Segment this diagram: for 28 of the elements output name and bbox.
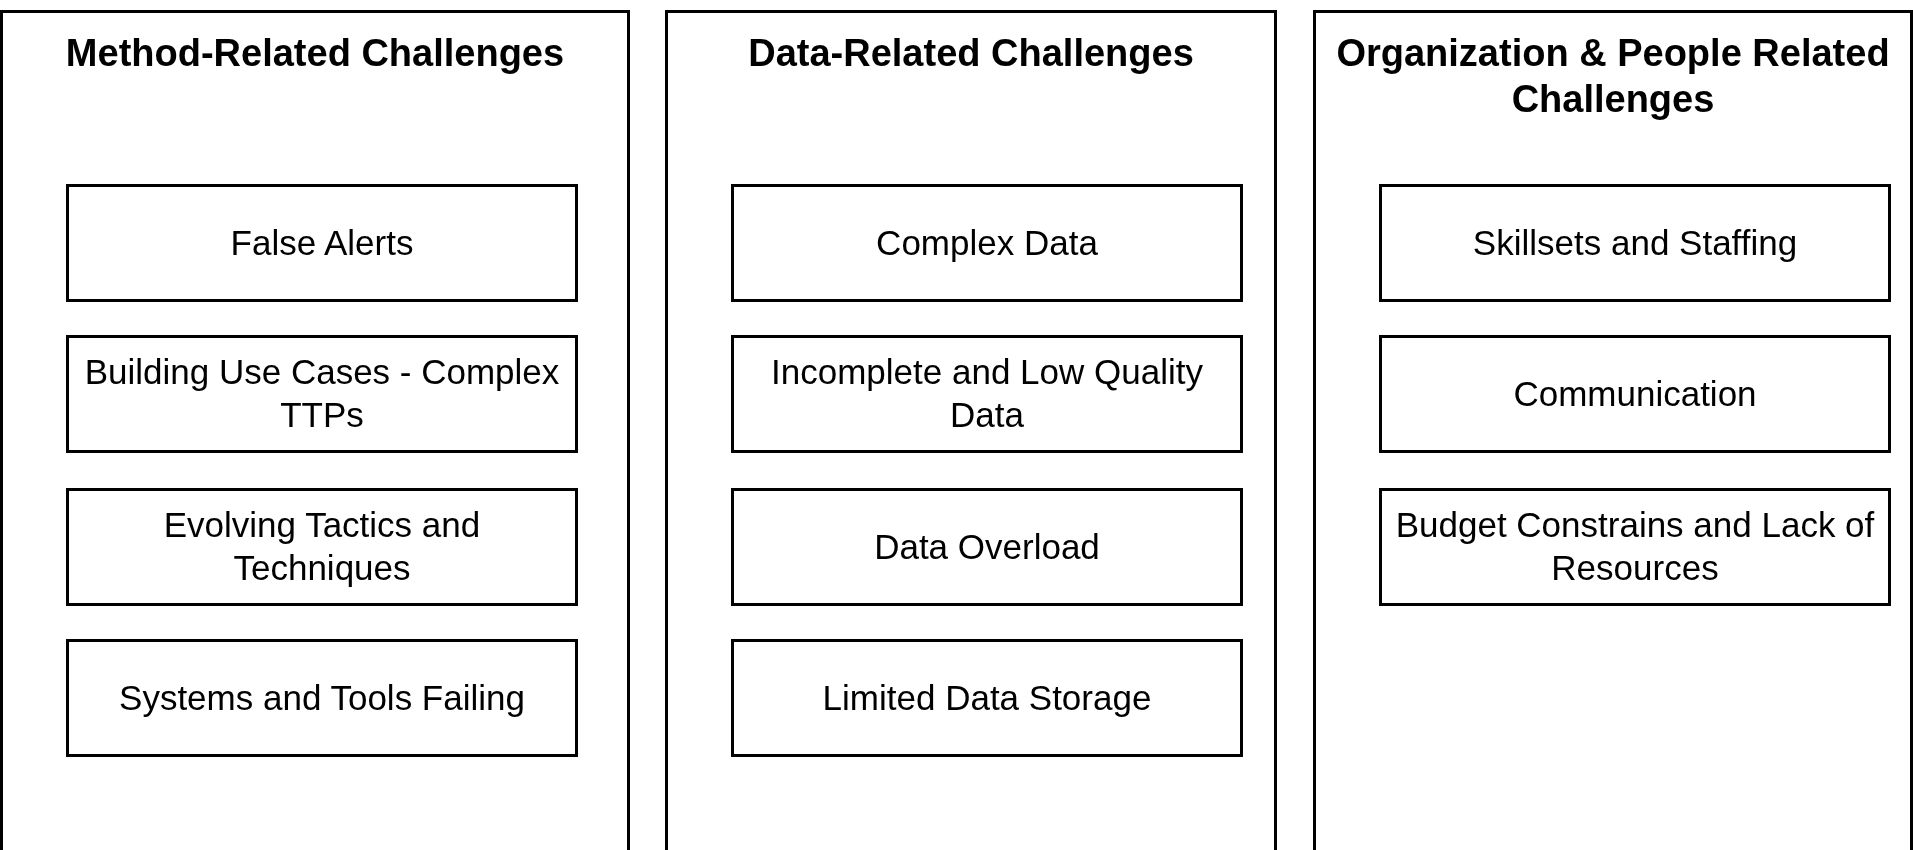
challenge-box <box>731 488 1243 606</box>
challenge-box <box>731 184 1243 302</box>
challenge-box <box>66 335 578 453</box>
challenge-box <box>731 639 1243 757</box>
challenge-label: Systems and Tools Failing <box>118 676 526 719</box>
challenge-label: Building Use Cases - Complex TTPs <box>83 351 561 436</box>
panel-heading: Method-Related Challenges <box>64 31 566 76</box>
challenge-label: Skillsets and Staffing <box>1471 221 1799 264</box>
challenge-box <box>731 335 1243 453</box>
challenge-box <box>1379 488 1891 606</box>
challenge-label: Evolving Tactics and Techniques <box>162 504 482 589</box>
challenge-label: False Alerts <box>229 221 415 264</box>
challenge-label: Data Overload <box>873 525 1101 568</box>
category-panel <box>1313 10 1913 850</box>
challenge-box <box>66 639 578 757</box>
category-panel <box>0 10 630 850</box>
challenge-label: Limited Data Storage <box>821 676 1153 719</box>
challenge-box <box>1379 335 1891 453</box>
challenge-label: Complex Data <box>875 221 1099 264</box>
category-panel <box>665 10 1277 850</box>
challenge-label: Budget Constrains and Lack of Resources <box>1394 504 1876 589</box>
challenge-label: Communication <box>1512 372 1758 415</box>
challenge-box <box>1379 184 1891 302</box>
panel-heading: Organization & People Related Challenges <box>1335 31 1891 122</box>
challenge-label: Incomplete and Low Quality Data <box>770 351 1204 436</box>
challenge-box <box>66 184 578 302</box>
panel-heading: Data-Related Challenges <box>747 31 1195 76</box>
challenge-box <box>66 488 578 606</box>
